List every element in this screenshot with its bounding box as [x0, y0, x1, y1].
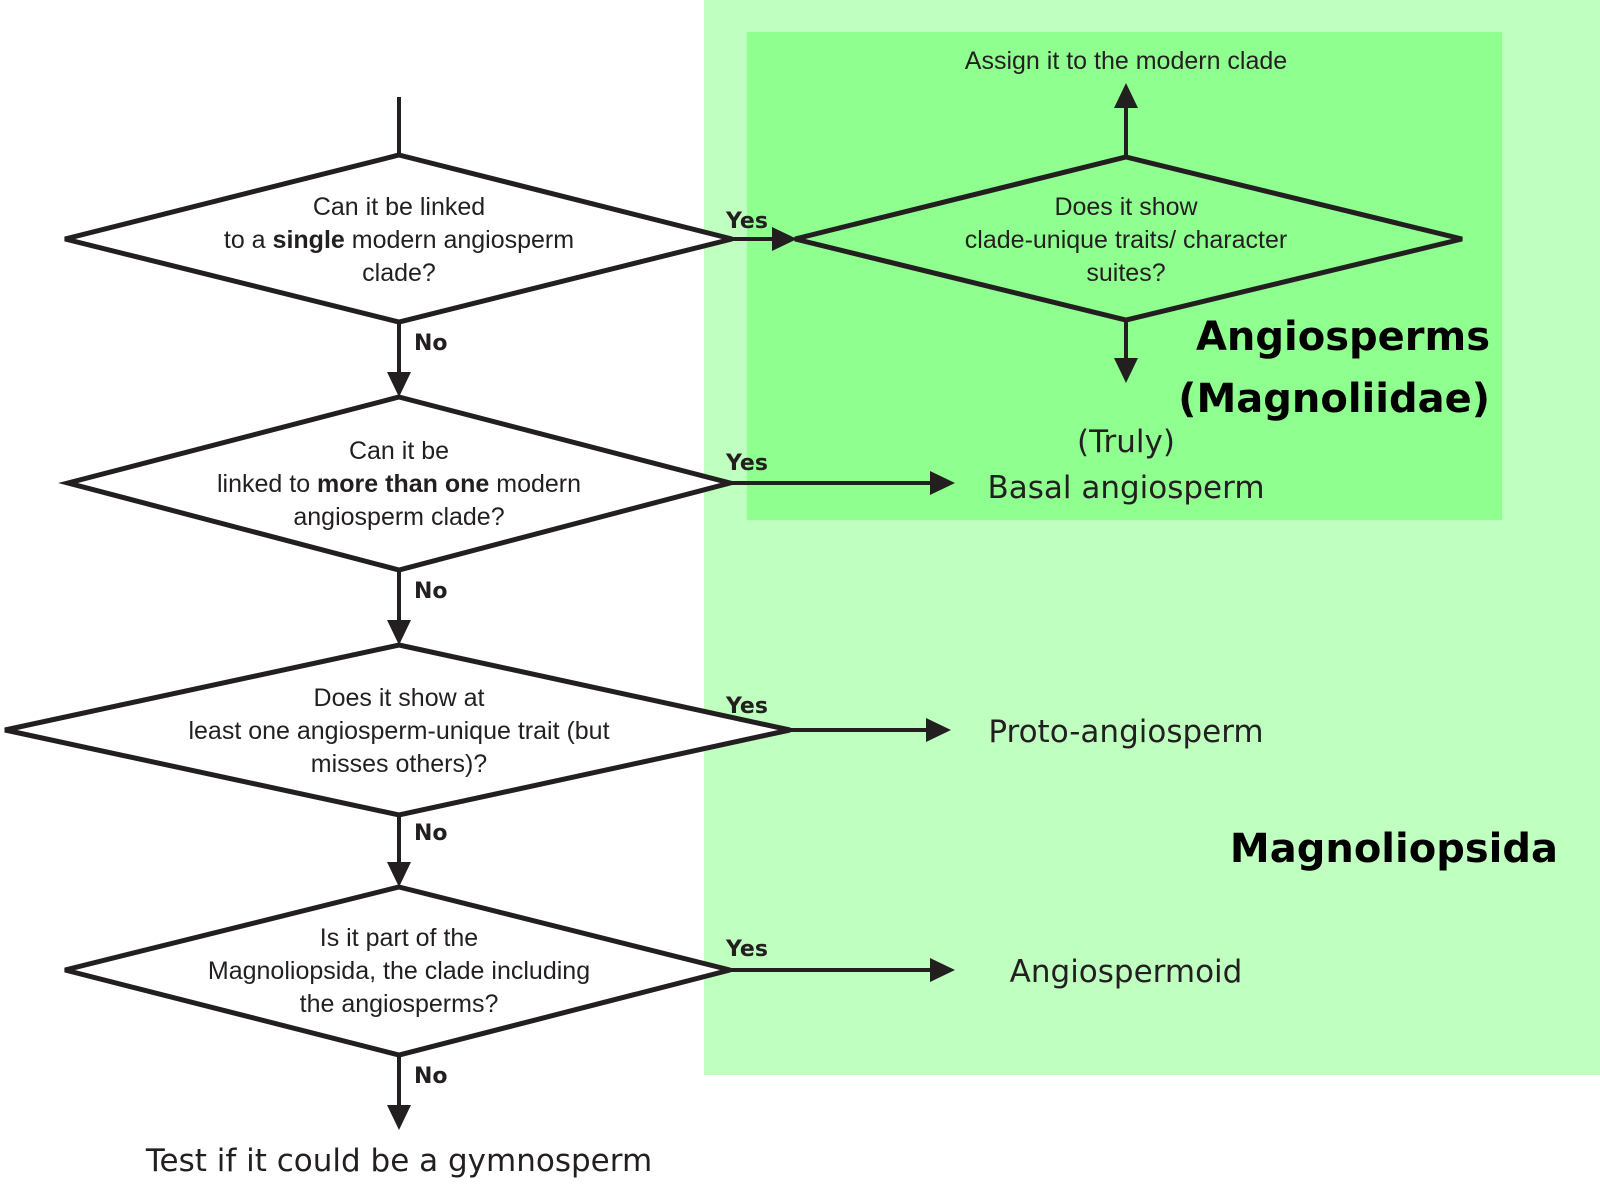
arrowhead — [387, 620, 411, 645]
arrowhead — [772, 227, 797, 251]
decision-unique-trait — [4, 642, 791, 818]
decision-multiple-clades — [58, 394, 740, 573]
connectors — [387, 83, 1138, 1130]
question-line: to a single modern angiosperm — [224, 226, 574, 254]
question-segment: Magnoliopsida, the clade including — [208, 957, 590, 985]
question-segment: Is it part of the — [320, 924, 478, 952]
arrowhead — [387, 1105, 411, 1130]
magnoliopsida-label: Magnoliopsida — [1230, 826, 1558, 872]
question-line: Magnoliopsida, the clade including — [208, 957, 590, 985]
yes-label: Yes — [725, 694, 768, 719]
question-segment: Does it show — [1054, 193, 1198, 221]
question-segment: linked to — [217, 470, 317, 498]
question-segment: Can it be linked — [313, 193, 485, 221]
magnoliidae-label: (Magnoliidae) — [1178, 376, 1490, 422]
outcome-basal-angiosperm: Basal angiosperm — [987, 470, 1264, 506]
outcome-modern-clade: Assign it to the modern clade — [965, 47, 1287, 75]
no-label: No — [414, 579, 448, 604]
question-line: Is it part of the — [320, 924, 478, 952]
decision-magnoliopsida — [64, 884, 731, 1058]
question-segment: clade? — [362, 259, 436, 287]
question-line: linked to more than one modern — [217, 470, 581, 498]
question-text: Does it show at least one angiosperm-uniq… — [188, 684, 609, 778]
question-line: angiosperm clade? — [293, 503, 504, 531]
question-line: clade-unique traits/ character — [965, 226, 1287, 254]
decision-clade-unique-traits — [794, 154, 1463, 323]
question-line: misses others)? — [311, 750, 487, 778]
emphasis-text: single — [273, 226, 345, 254]
question-segment: modern — [489, 470, 581, 498]
question-text: Does it show clade-unique traits/ charact… — [965, 193, 1287, 287]
question-segment: to a — [224, 226, 273, 254]
decision-single-clade — [64, 152, 733, 325]
yes-label: Yes — [725, 451, 768, 476]
question-line: the angiosperms? — [300, 990, 499, 1018]
arrowhead — [930, 958, 955, 982]
arrowhead — [387, 372, 411, 397]
no-label: No — [414, 1064, 448, 1089]
no-label: No — [414, 331, 448, 356]
question-segment: misses others)? — [311, 750, 487, 778]
outcome-proto-angiosperm: Proto-angiosperm — [988, 714, 1263, 750]
question-segment: clade-unique traits/ character — [965, 226, 1287, 254]
question-segment: suites? — [1086, 259, 1165, 287]
emphasis-text: more than one — [317, 470, 489, 498]
question-segment: Can it be — [349, 437, 449, 465]
question-line: Does it show — [1054, 193, 1198, 221]
arrowhead — [926, 718, 951, 742]
angiosperms-label: Angiosperms — [1196, 314, 1490, 360]
outcome-gymnosperm: Test if it could be a gymnosperm — [145, 1143, 652, 1179]
arrowhead — [387, 862, 411, 887]
arrowhead — [1114, 358, 1138, 383]
question-line: least one angiosperm-unique trait (but — [188, 717, 609, 745]
question-line: Can it be linked — [313, 193, 485, 221]
no-label: No — [414, 821, 448, 846]
yes-label: Yes — [725, 209, 768, 234]
question-line: Does it show at — [314, 684, 485, 712]
question-text: Can it be linked to a single modern angio… — [224, 193, 574, 287]
arrowhead — [1114, 83, 1138, 108]
question-line: suites? — [1086, 259, 1165, 287]
question-segment: angiosperm clade? — [293, 503, 504, 531]
question-texts: Can it be linked to a single modern angio… — [188, 193, 1287, 1018]
question-segment: least one angiosperm-unique trait (but — [188, 717, 609, 745]
arrowhead — [930, 471, 955, 495]
question-segment: the angiosperms? — [300, 990, 499, 1018]
question-segment: modern angiosperm — [345, 226, 574, 254]
question-text: Can it be linked to more than one modern a… — [217, 437, 581, 531]
outcome-truly: (Truly) — [1077, 424, 1175, 460]
yes-label: Yes — [725, 937, 768, 962]
question-line: clade? — [362, 259, 436, 287]
question-segment: Does it show at — [314, 684, 485, 712]
outcome-angiospermoid: Angiospermoid — [1010, 954, 1243, 990]
question-line: Can it be — [349, 437, 449, 465]
